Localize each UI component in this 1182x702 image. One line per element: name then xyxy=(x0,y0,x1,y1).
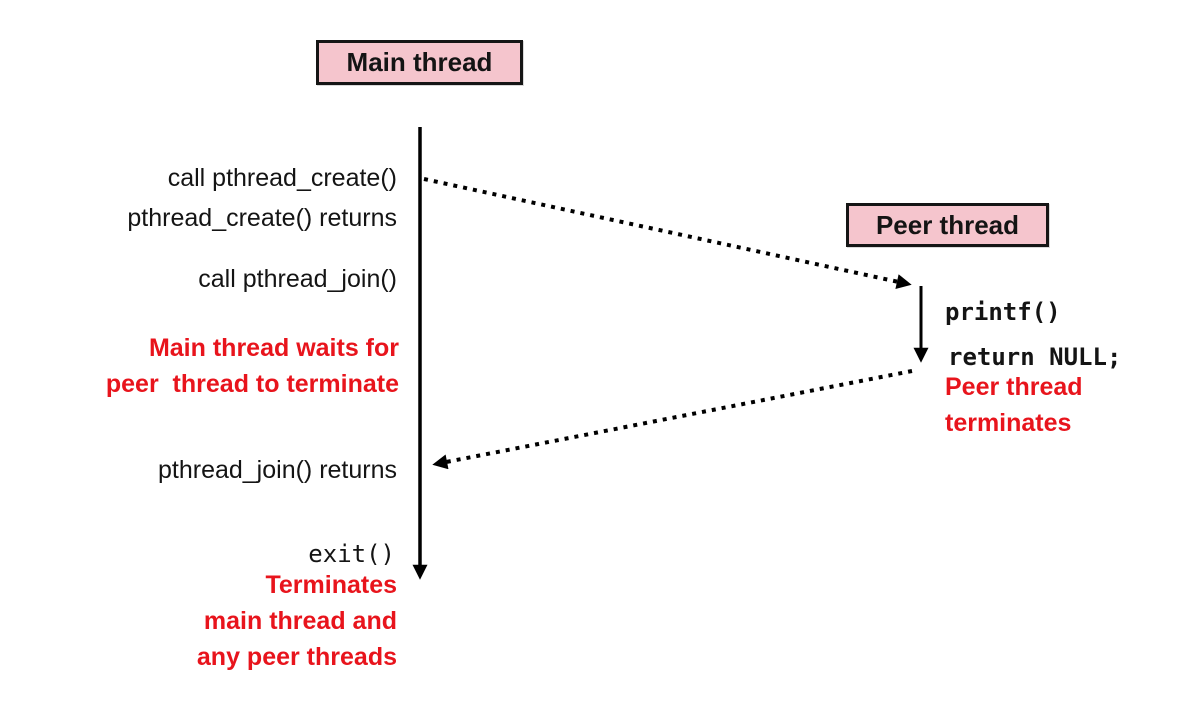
label-printf-call: printf() xyxy=(945,298,1061,326)
note-exit-terminates: Terminates main thread and any peer thre… xyxy=(196,571,397,671)
pthread-join-return-dotted-arrow xyxy=(432,369,913,470)
label-return-null: return NULL; xyxy=(948,343,1122,371)
pthread-create-dotted-arrow xyxy=(423,177,912,289)
peer-thread-box: Peer thread xyxy=(846,203,1049,247)
note-peer-thread-terminates: Peer thread terminates xyxy=(945,373,1083,437)
label-exit-call: exit() xyxy=(308,540,395,568)
label-pthread-join-returns: pthread_join() returns xyxy=(157,456,397,484)
label-call-pthread-create: call pthread_create() xyxy=(167,164,397,192)
main-thread-box: Main thread xyxy=(316,40,523,85)
label-pthread-create-returns: pthread_create() returns xyxy=(127,204,397,232)
label-call-pthread-join: call pthread_join() xyxy=(198,265,397,293)
note-main-thread-waits: Main thread waits for peer thread to ter… xyxy=(105,334,399,398)
